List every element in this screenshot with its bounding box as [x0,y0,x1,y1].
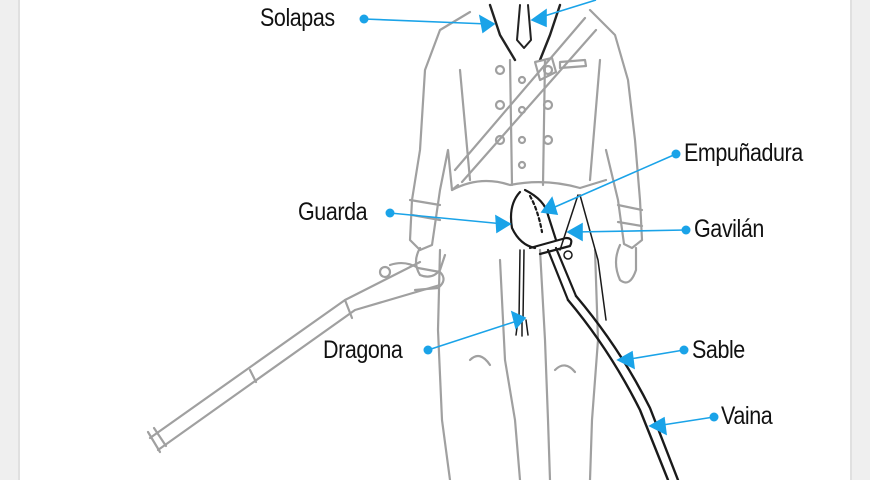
page-frame-left [0,0,20,480]
soldier-illustration [146,0,719,480]
label-gavilan: Gavilán [694,215,764,243]
page-frame-right [850,0,870,480]
label-vaina: Vaina [721,402,773,430]
label-sable: Sable [692,336,745,364]
diagram-page: Solapas Empuñadura Guarda Gavilán Dragon… [20,0,850,480]
label-empunadura: Empuñadura [684,139,803,167]
label-dragona: Dragona [323,336,403,364]
label-solapas: Solapas [260,4,335,32]
label-guarda: Guarda [298,198,368,226]
